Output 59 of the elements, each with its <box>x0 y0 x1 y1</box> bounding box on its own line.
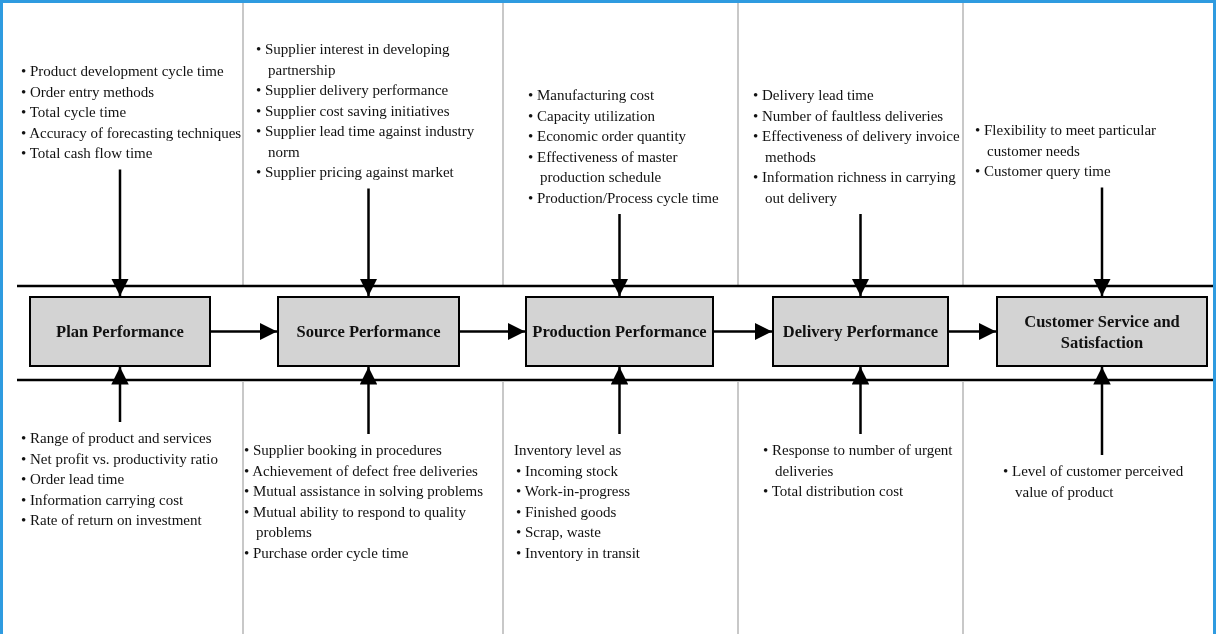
list-item: • Mutual ability to respond to quality problems <box>244 502 467 542</box>
arrow <box>949 322 996 341</box>
arrow <box>610 367 629 434</box>
list-item: • Total distribution cost <box>763 482 905 501</box>
list-item: • Information richness in carrying out delivery <box>753 168 957 208</box>
list-item: • Customer query time <box>975 162 1112 181</box>
process-box: Delivery Performance <box>772 296 949 367</box>
list-item: • Scrap, waste <box>516 523 602 542</box>
list-item: • Order lead time <box>21 470 126 489</box>
list-item: • Supplier delivery performance <box>256 81 450 100</box>
arrow <box>359 367 378 434</box>
process-box: Source Performance <box>277 296 460 367</box>
list-item: • Finished goods <box>516 502 618 522</box>
list-item: • Supplier lead time against industry norm <box>256 122 476 162</box>
list-item: • Work-in-progress <box>516 482 632 501</box>
list-item: • Accuracy of forecasting techniques <box>21 123 243 143</box>
list-item: • Information carrying cost <box>21 490 185 510</box>
list-item: • Level of customer perceived value of product <box>1003 462 1185 502</box>
list-item: • Effectiveness of master production schedule <box>528 147 679 187</box>
list-item: • Mutual assistance in solving problems <box>244 482 484 501</box>
list-item: • Number of faultless deliveries <box>753 106 945 126</box>
list-item: • Production/Process cycle time <box>528 188 720 208</box>
list-item: • Economic order quantity <box>528 127 688 146</box>
list-item: • Purchase order cycle time <box>244 543 410 563</box>
list-item: • Range of product and services <box>21 429 213 448</box>
arrow <box>610 214 629 296</box>
list-item: • Net profit vs. productivity ratio <box>21 449 219 469</box>
list-item: • Incoming stock <box>516 461 619 481</box>
list-heading: Inventory level as <box>514 441 623 460</box>
arrow <box>111 367 129 422</box>
process-box: Production Performance <box>525 296 714 367</box>
list-item: • Achievement of defect free deliveries <box>244 461 479 481</box>
arrow <box>714 322 772 341</box>
list-item: • Supplier booking in procedures <box>244 441 443 460</box>
arrow <box>359 188 378 296</box>
list-item: • Flexibility to meet particular customer needs <box>975 121 1158 161</box>
list-item: • Capacity utilization <box>528 106 656 126</box>
process-box: Customer Service and Satisfaction <box>996 296 1208 367</box>
arrow <box>211 322 277 341</box>
list-item: • Total cash flow time <box>21 144 154 163</box>
list-item: • Total cycle time <box>21 103 128 122</box>
list-item: • Manufacturing cost <box>528 86 656 105</box>
list-item: • Delivery lead time <box>753 86 875 105</box>
list-item: • Rate of return on investment <box>21 511 203 530</box>
list-item: • Effectiveness of delivery invoice methods <box>753 127 961 167</box>
process-box: Plan Performance <box>29 296 211 367</box>
arrow <box>851 214 870 296</box>
arrow <box>460 322 525 341</box>
arrow <box>111 169 129 296</box>
list-item: • Product development cycle time <box>21 62 225 81</box>
list-item: • Supplier pricing against market <box>256 163 455 182</box>
list-item: • Order entry methods <box>21 82 156 102</box>
arrow <box>851 367 870 434</box>
arrow <box>1093 367 1111 455</box>
list-item: • Supplier cost saving initiatives <box>256 101 451 121</box>
arrow <box>1093 187 1111 296</box>
list-item: • Inventory in transit <box>516 543 641 563</box>
list-item: • Supplier interest in developing partnership <box>256 40 451 80</box>
list-item: • Response to number of urgent deliveries <box>763 441 954 481</box>
